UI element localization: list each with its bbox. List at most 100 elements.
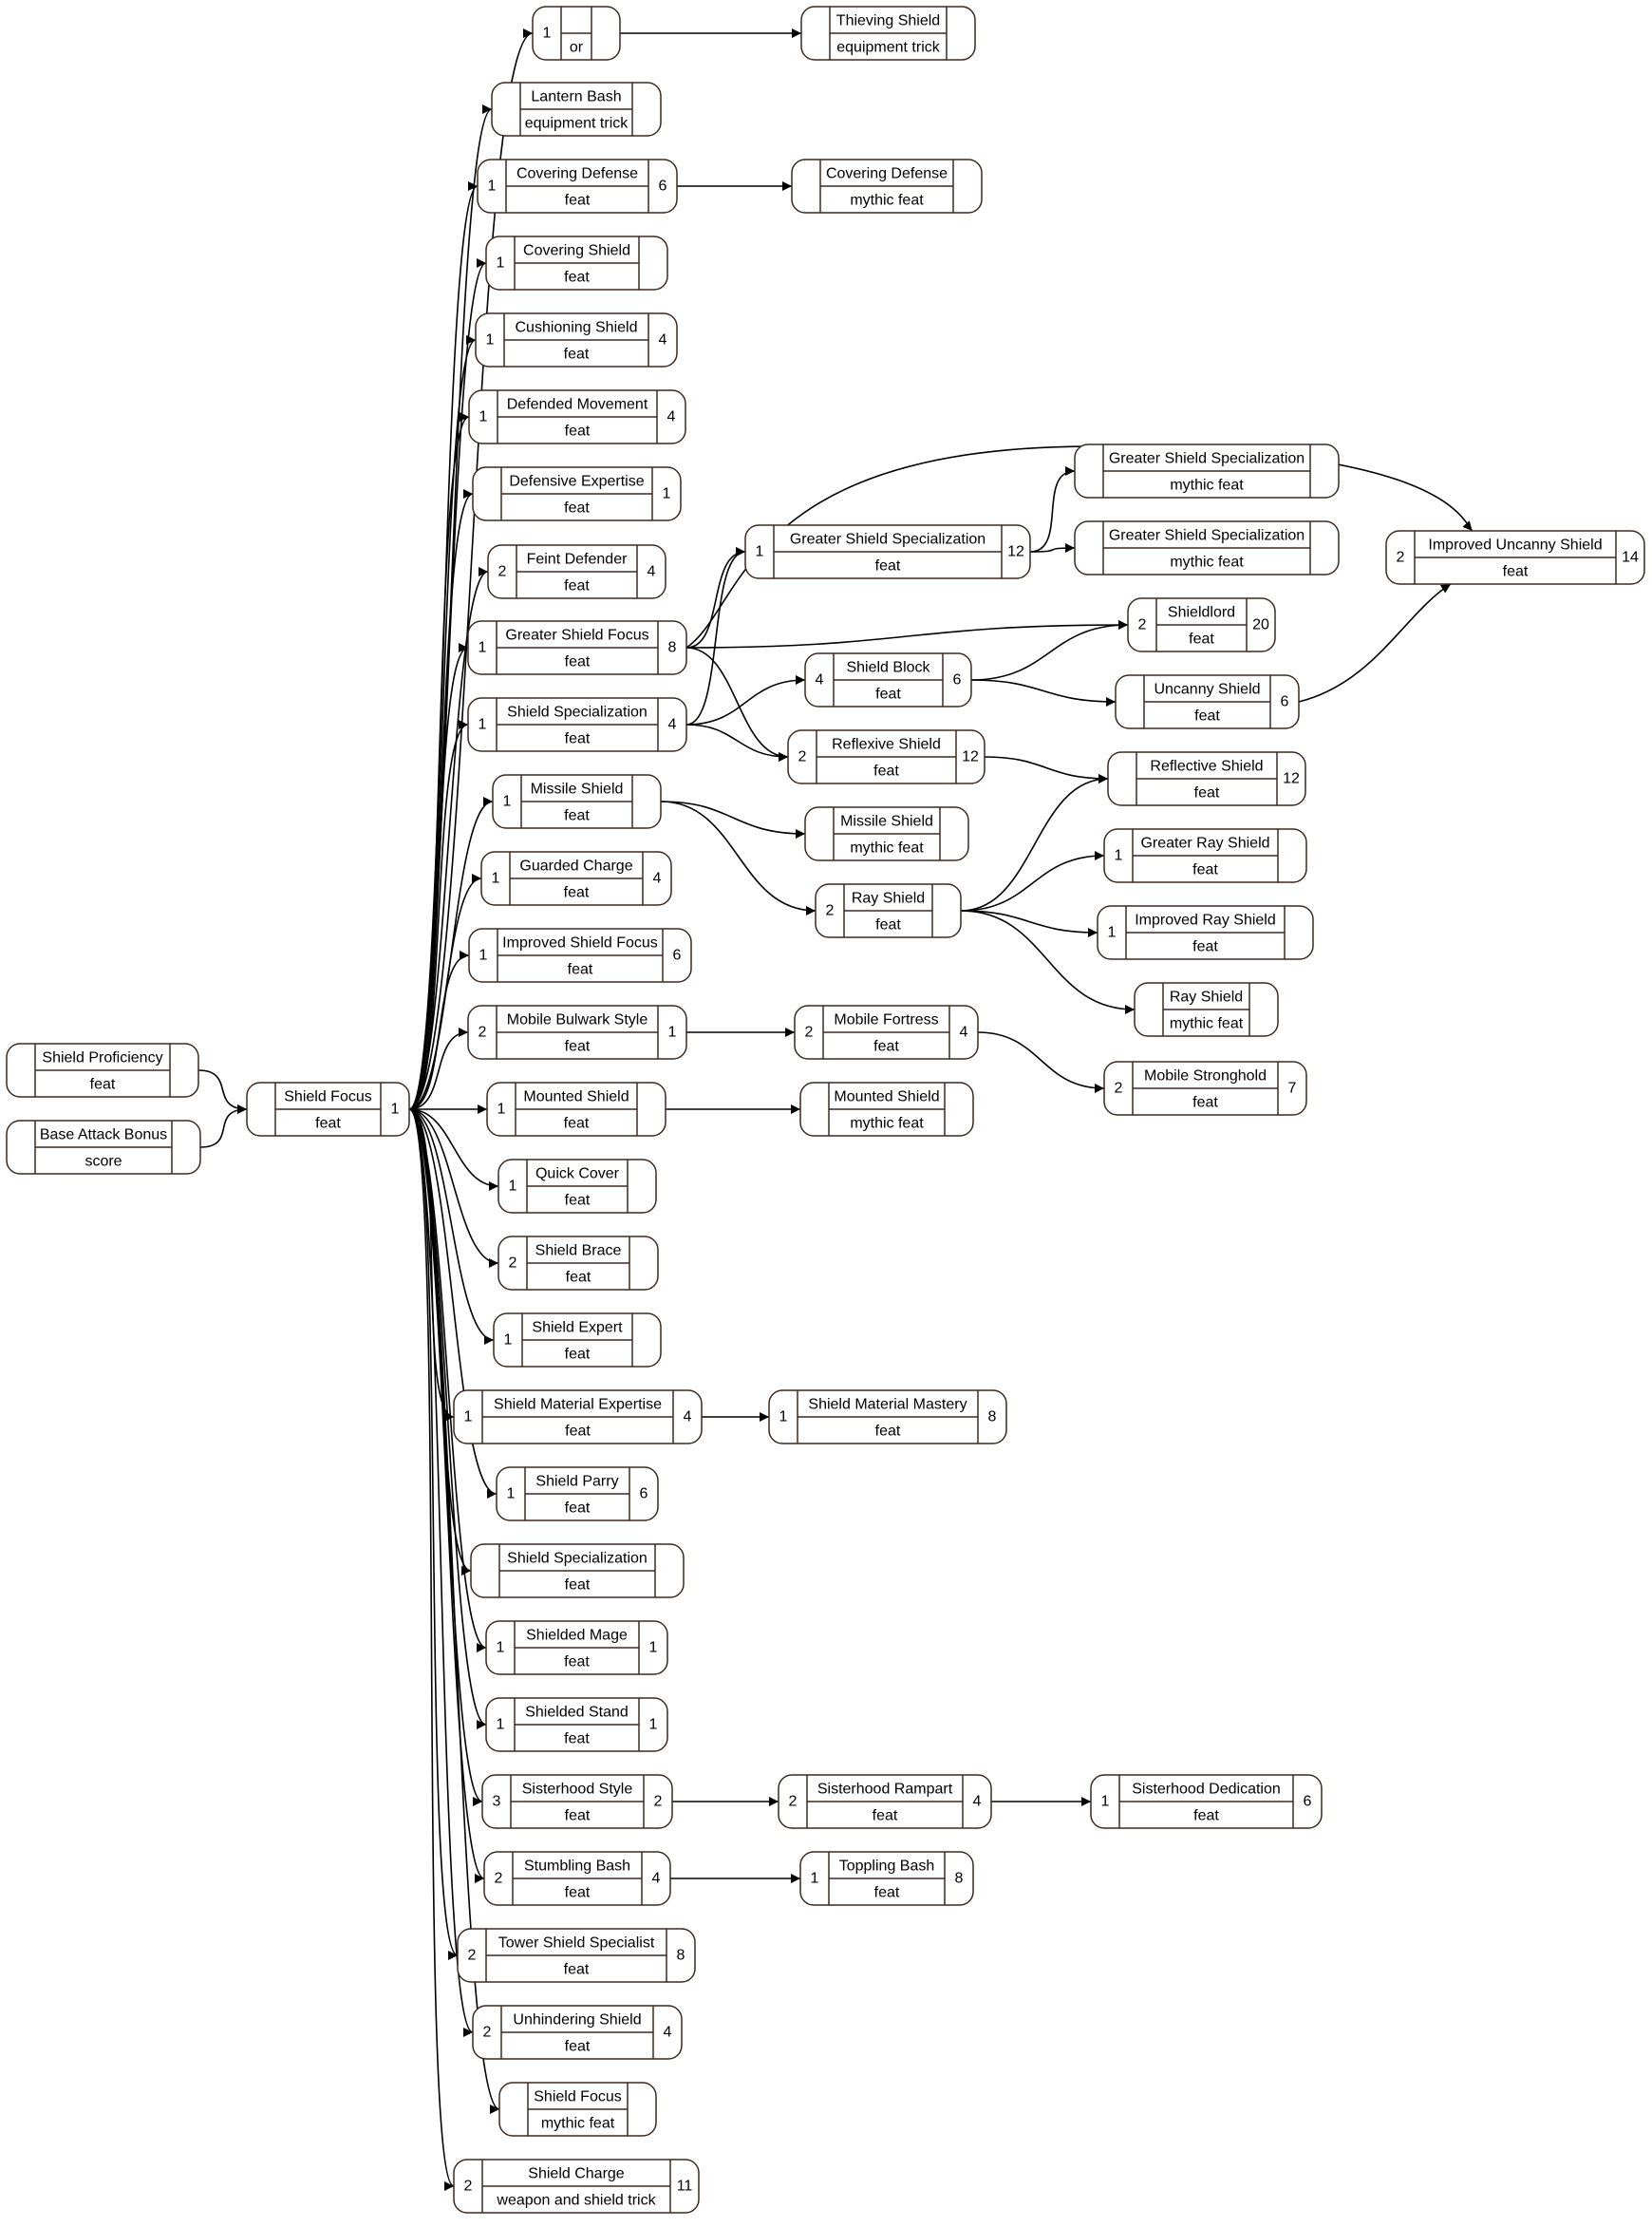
edge-shield-focus-to-shielded-mage	[408, 1108, 487, 1652]
node-title: Mounted Shield	[834, 1089, 939, 1105]
edge-base-attack-bonus-to-shield-focus	[199, 1104, 248, 1148]
node-left-value: 1	[504, 1332, 513, 1349]
edge-shield-block-to-uncanny-shield	[970, 679, 1117, 707]
node-subtitle: feat	[873, 1808, 898, 1824]
node-right-value: 1	[668, 1025, 677, 1041]
node-title: Stumbling Bash	[524, 1859, 630, 1875]
node-title: Shield Focus	[534, 2089, 622, 2105]
node-subtitle: mythic feat	[541, 2116, 615, 2132]
node-subtitle: score	[84, 1154, 122, 1170]
node-title: Improved Ray Shield	[1135, 913, 1276, 929]
node-left-value: 2	[468, 1948, 477, 1964]
node-left-value: 2	[479, 1025, 487, 1041]
node-right-value: 2	[654, 1794, 663, 1810]
node-title: Sisterhood Dedication	[1132, 1782, 1281, 1798]
node-subtitle: feat	[875, 558, 901, 575]
node-left-value: 2	[509, 1255, 517, 1272]
node-subtitle: feat	[565, 1039, 591, 1055]
node-left-value: 1	[1108, 925, 1117, 941]
node-right-value: 12	[1007, 544, 1024, 560]
edge-greater-shield-specialization-to-gss-mythic-a	[1029, 466, 1076, 553]
node-title: Shield Focus	[284, 1089, 372, 1105]
node-right-value: 4	[659, 332, 667, 349]
node-title: Shielded Stand	[525, 1705, 629, 1721]
node-title: Shield Parry	[535, 1474, 618, 1490]
node-subtitle: feat	[1192, 939, 1218, 955]
node-right-value: 1	[663, 486, 671, 502]
node-subtitle: feat	[564, 808, 590, 824]
node-right-value: 1	[391, 1102, 400, 1118]
node-title: Tower Shield Specialist	[498, 1935, 655, 1952]
node-subtitle: or	[570, 40, 584, 56]
node-title: Improved Uncanny Shield	[1428, 538, 1602, 554]
edge-shield-specialization-4-to-reflexive-shield	[685, 724, 789, 762]
node-shield-focus: Shield Focus feat 1	[246, 1082, 410, 1137]
node-left-value: 1	[779, 1409, 788, 1425]
node-left-value: 1	[479, 409, 488, 425]
node-subtitle: feat	[564, 1731, 590, 1747]
node-left-value: 1	[488, 179, 497, 195]
node-left-value: 2	[789, 1794, 798, 1810]
node-subtitle: feat	[564, 500, 590, 517]
node-right-value: 6	[1281, 694, 1289, 710]
node-right-value: 8	[988, 1409, 997, 1425]
node-left-value: 1	[509, 1179, 517, 1195]
node-left-value: 1	[464, 1409, 473, 1425]
node-title: Ray Shield	[852, 891, 925, 907]
node-subtitle: feat	[564, 1116, 590, 1132]
node-title: Missile Shield	[531, 782, 624, 798]
node-left-value: 2	[798, 749, 807, 765]
node-left-value: 1	[497, 255, 505, 272]
node-title: Lantern Bash	[531, 89, 621, 105]
node-subtitle: mythic feat	[850, 193, 924, 209]
edge-shield-focus-to-defensive-expertise	[408, 489, 474, 1110]
node-title: Cushioning Shield	[516, 320, 638, 336]
node-right-value: 8	[955, 1871, 964, 1887]
node-left-value: 1	[479, 640, 487, 656]
node-title: Greater Shield Specialization	[790, 532, 986, 548]
node-left-value: 1	[492, 871, 500, 887]
node-subtitle: feat	[565, 731, 591, 747]
node-title: Feint Defender	[527, 552, 629, 568]
node-left-value: 1	[497, 1640, 505, 1656]
node-title: Missile Shield	[840, 814, 933, 830]
edge-greater-shield-specialization-to-gss-mythic-b	[1029, 543, 1076, 554]
node-subtitle: feat	[565, 193, 591, 209]
node-subtitle: feat	[565, 1577, 591, 1594]
node-title: Reflexive Shield	[832, 737, 941, 753]
node-title: Covering Defense	[516, 166, 638, 182]
node-subtitle: feat	[565, 1808, 591, 1824]
node-title: Shield Block	[846, 660, 930, 676]
node-title: Covering Shield	[523, 243, 630, 259]
node-improved-ray-shield: Improved Ray Shield feat 1	[1097, 905, 1314, 960]
node-subtitle: feat	[565, 1885, 591, 1901]
node-title: Greater Shield Focus	[505, 628, 648, 644]
edge-shield-focus-to-improved-shield-focus	[408, 951, 470, 1110]
node-subtitle: feat	[315, 1116, 341, 1132]
edge-greater-shield-focus-to-reflexive-shield	[685, 647, 789, 762]
node-subtitle: feat	[875, 687, 901, 703]
node-left-value: 1	[503, 794, 512, 810]
node-title: Uncanny Shield	[1154, 682, 1260, 698]
edge-greater-shield-focus-to-shieldlord	[685, 620, 1129, 649]
node-subtitle: feat	[1503, 564, 1529, 580]
node-subtitle: mythic feat	[1170, 555, 1244, 571]
